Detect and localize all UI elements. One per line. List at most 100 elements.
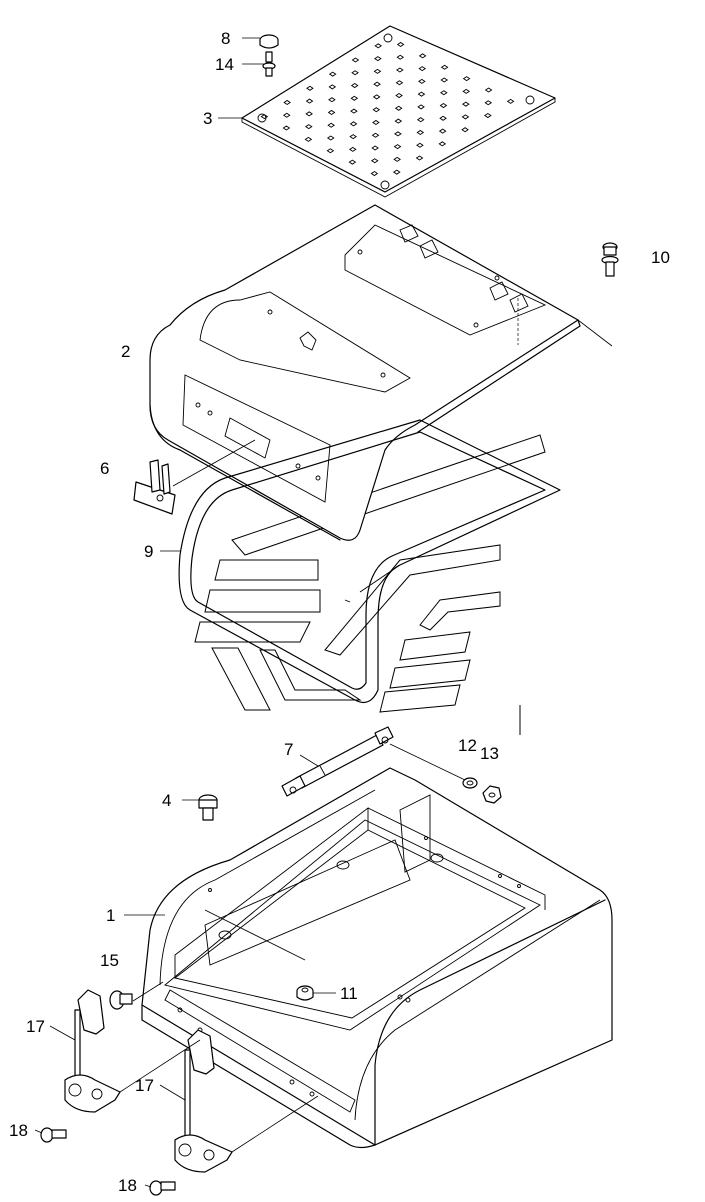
perforation-hole <box>350 82 359 89</box>
perforation-hole <box>438 141 447 147</box>
base-housing-part-1 <box>141 767 613 1149</box>
perforation-hole <box>351 70 359 76</box>
callout-14: 14 <box>215 55 234 74</box>
perforation-hole <box>440 77 449 83</box>
perforation-hole <box>461 127 469 133</box>
perforation-hole <box>417 104 425 110</box>
callout-13: 13 <box>480 744 499 763</box>
screw-part-18a <box>40 1127 67 1143</box>
perforation-hole <box>260 114 269 120</box>
perforation-hole <box>372 94 381 100</box>
perforation-hole <box>282 112 291 118</box>
perforation-hole <box>351 57 360 63</box>
perforation-hole <box>418 66 427 72</box>
perforation-hole <box>506 98 515 104</box>
perforation-hole <box>374 56 382 62</box>
perforation-hole <box>418 78 426 84</box>
perforation-hole <box>484 112 492 119</box>
washer-part-12 <box>462 777 478 789</box>
perforation-hole <box>462 76 471 82</box>
perforation-hole <box>396 67 404 73</box>
perforation-hole <box>393 156 401 162</box>
perforation-hole <box>349 121 358 127</box>
perforation-hole <box>462 101 470 107</box>
seal-frame-part-9 <box>178 419 561 703</box>
watermark-logo <box>194 434 546 735</box>
leader-lines <box>34 37 613 1188</box>
callout-17a: 17 <box>26 1017 45 1036</box>
perforation-hole <box>394 118 403 124</box>
callout-6: 6 <box>100 459 109 478</box>
perforated-top-plate <box>241 25 556 198</box>
perforation-hole <box>370 170 379 177</box>
perforation-hole <box>484 100 493 106</box>
perforation-hole <box>328 97 336 103</box>
perforation-hole <box>373 68 382 74</box>
perforation-hole <box>304 136 313 142</box>
perforation-hole <box>462 88 471 94</box>
perforation-hole <box>327 109 336 116</box>
hinge-part-17a <box>64 989 121 1113</box>
grommet-part-11 <box>296 985 314 1001</box>
callout-17b: 17 <box>135 1076 154 1095</box>
callout-12: 12 <box>458 736 477 755</box>
hinge-part-17b <box>174 1029 233 1173</box>
perforation-hole <box>371 132 380 138</box>
perforation-hole <box>350 108 358 114</box>
perforation-hole <box>326 148 335 154</box>
perforation-hole <box>327 122 335 128</box>
callout-15: 15 <box>100 951 119 970</box>
perforation-hole <box>393 144 402 150</box>
perforation-hole <box>350 95 359 101</box>
latch-part-6 <box>133 459 176 515</box>
perforation-hole <box>370 158 379 164</box>
perforation-hole <box>416 129 425 136</box>
perforation-hole <box>283 99 291 106</box>
perforation-hole <box>348 159 357 165</box>
perforation-hole <box>461 114 470 120</box>
perforation-hole <box>282 125 291 131</box>
perforation-hole <box>394 105 403 111</box>
perforation-hole <box>415 155 424 161</box>
perforation-hole <box>328 71 337 77</box>
perforation-hole <box>395 80 404 86</box>
perforation-hole <box>484 87 493 93</box>
perforation-hole <box>328 84 337 90</box>
perforation-hole <box>418 53 427 59</box>
perforation-hole <box>305 98 314 104</box>
perforation-hole <box>305 111 313 117</box>
callout-2: 2 <box>121 342 130 361</box>
callout-labels: 8 14 3 10 2 6 9 7 12 13 4 1 15 11 17 17 … <box>9 29 670 1195</box>
perforation-hole <box>371 145 379 151</box>
screw-part-18b <box>149 1180 176 1196</box>
perforation-hole <box>326 135 335 141</box>
gas-strut-part-7 <box>281 726 394 797</box>
callout-18b: 18 <box>118 1176 137 1195</box>
perforation-hole <box>306 85 314 91</box>
perforation-hole <box>416 142 424 148</box>
perforation-hole <box>348 146 357 152</box>
perforation-hole <box>440 64 449 70</box>
cap-part-8 <box>259 34 279 49</box>
perforation-hole <box>416 117 425 123</box>
perforation-hole <box>304 124 313 130</box>
callout-18a: 18 <box>9 1121 28 1140</box>
perforation-hole <box>396 41 405 48</box>
callout-7: 7 <box>284 740 293 759</box>
bolt-part-15 <box>109 990 133 1010</box>
perforation-hole <box>349 134 357 140</box>
perforation-hole <box>394 131 402 137</box>
callout-1: 1 <box>106 906 115 925</box>
perforation-hole <box>373 81 381 87</box>
perforation-hole <box>395 92 403 99</box>
bolt-part-4 <box>198 794 218 821</box>
callout-9: 9 <box>144 542 153 561</box>
callout-11: 11 <box>340 984 358 1003</box>
perforation-hole <box>374 43 383 49</box>
perforation-hole <box>438 128 447 134</box>
hood-cover-part-2 <box>149 204 581 541</box>
nut-part-13 <box>482 785 502 804</box>
callout-4: 4 <box>162 791 171 810</box>
callout-8: 8 <box>221 29 230 48</box>
